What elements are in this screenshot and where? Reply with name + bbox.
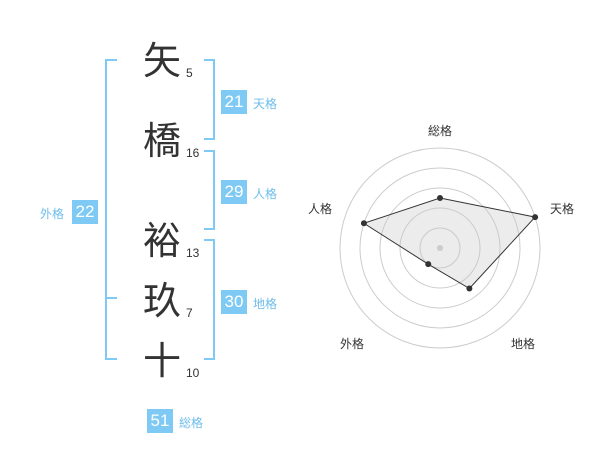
jinkaku-label: 人格 [253, 187, 278, 201]
axis-label-chikaku: 地格 [511, 337, 536, 351]
radar-point-2 [532, 214, 539, 221]
chikaku-label: 地格 [253, 297, 278, 311]
stroke-count-2: 16 [186, 146, 200, 160]
radar-point-3 [466, 285, 473, 292]
stroke-count-4: 7 [186, 306, 193, 320]
name-char-1: 矢 [142, 39, 181, 83]
name-char-3: 裕 [142, 219, 181, 263]
radar-point-1 [437, 195, 443, 201]
radar-point-5 [360, 220, 367, 227]
chikaku-bracket [204, 239, 215, 360]
radar-center-dot [437, 245, 443, 251]
stroke-count-5: 10 [186, 366, 200, 380]
name-char-2: 橋 [142, 119, 181, 163]
soukaku-value-box: 51 [147, 409, 173, 433]
gaikaku-label: 外格 [40, 207, 65, 221]
tenkaku-bracket [204, 59, 215, 140]
axis-label-gaikaku: 外格 [340, 337, 365, 351]
radar-polygon [362, 197, 537, 290]
gaikaku-value-box: 22 [72, 200, 98, 224]
axis-label-soukaku: 総格 [428, 124, 453, 138]
radar-ring-5 [339, 147, 541, 349]
radar-point-4 [425, 261, 432, 268]
name-char-5: 十 [142, 339, 181, 383]
stroke-count-3: 13 [186, 246, 200, 260]
soukaku-label: 総格 [179, 416, 204, 430]
tenkaku-value-box: 21 [221, 90, 247, 114]
outer-bracket [105, 59, 117, 360]
chikaku-value-box: 30 [221, 290, 247, 314]
radar-ring-3 [379, 187, 501, 309]
name-char-4: 玖 [142, 279, 181, 323]
radar-ring-2 [399, 207, 481, 289]
jinkaku-value-box: 29 [221, 180, 247, 204]
axis-label-tenkaku: 天格 [550, 202, 575, 216]
radar-ring-1 [419, 227, 461, 269]
axis-label-jinkaku: 人格 [308, 202, 333, 216]
stroke-count-1: 5 [186, 66, 193, 80]
tenkaku-label: 天格 [253, 97, 278, 111]
jinkaku-bracket [204, 150, 215, 230]
radar-ring-4 [359, 167, 521, 329]
